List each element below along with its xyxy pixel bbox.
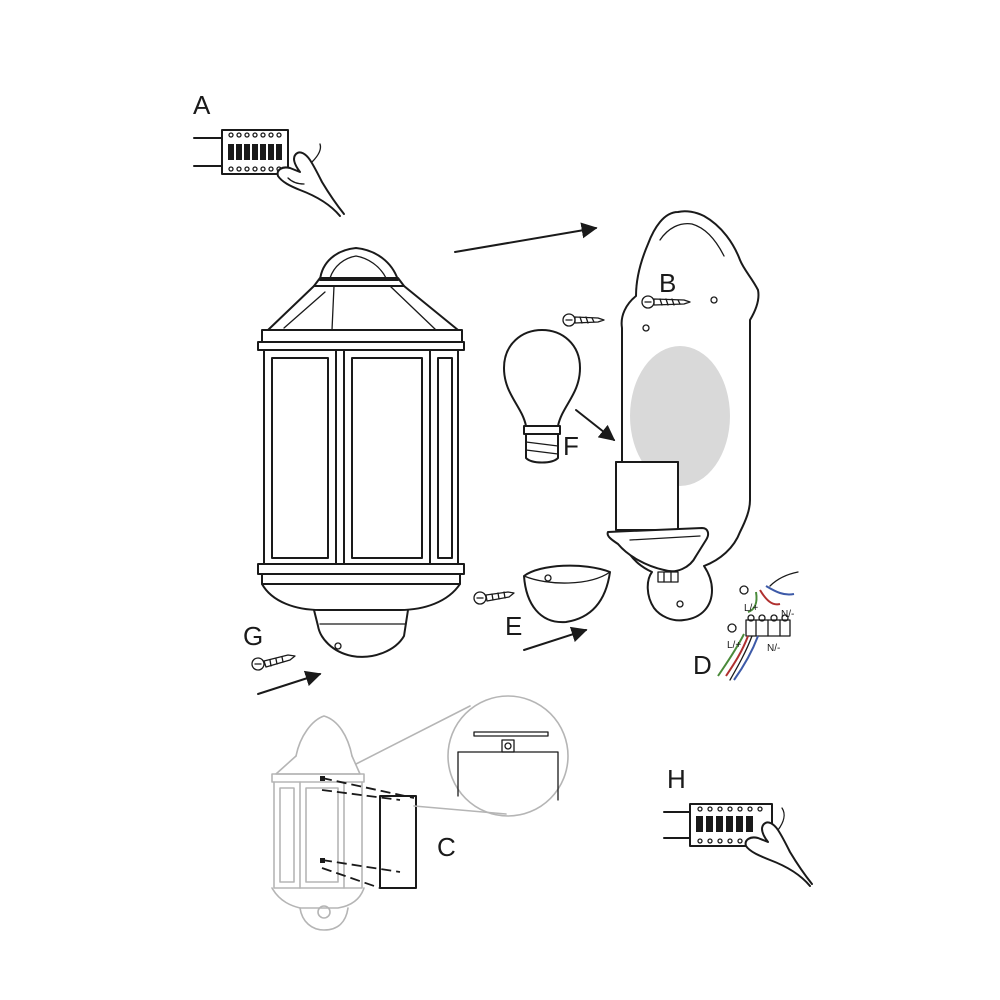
step-label-b: B [659,268,676,298]
backplate-screw-icon [641,295,691,309]
wire-label-live-bottom: L/+ [727,640,741,651]
diffuser-disc [630,346,730,486]
back-plate [606,210,760,622]
lantern-body [257,247,465,658]
mounting-detail-illustration [271,695,569,931]
screw-icon [562,313,605,327]
arrow-to-backplate [454,222,598,253]
step-label-h: H [667,764,686,794]
wire-label-neutral-top: N/- [781,609,794,620]
bottom-cover-illustration [523,564,611,624]
wiring-connector-illustration [717,571,799,681]
finial-screw-icon [251,654,296,671]
arrow-screw-to-lantern [257,670,322,695]
arrow-bulb-to-holder [575,409,616,441]
bowl-screw-icon [473,591,515,605]
light-bulb-icon [503,329,581,464]
wire-label-neutral-bottom: N/- [767,643,780,654]
wire-label-live-top: L/+ [744,603,758,614]
step-label-g: G [243,621,263,651]
step-label-f: F [563,431,579,461]
step-label-a: A [193,90,211,120]
fuse-board-off-illustration [193,129,345,217]
step-label-e: E [505,611,522,641]
fuse-board-on-illustration [663,803,813,887]
step-label-c: C [437,832,456,862]
step-label-d: D [693,650,712,680]
arrow-bowl-to-bracket [523,626,588,651]
